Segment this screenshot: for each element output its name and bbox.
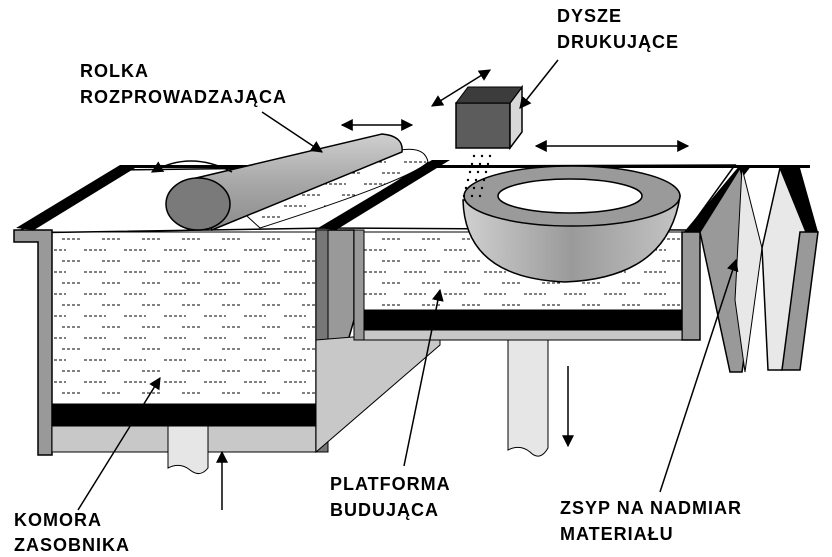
label-overflow-2: MATERIAŁU bbox=[560, 524, 674, 544]
printed-part bbox=[462, 165, 681, 283]
label-overflow-1: ZSYP NA NADMIAR bbox=[560, 498, 742, 518]
build-piston bbox=[507, 339, 574, 457]
label-roller-2: ROZPROWADZAJĄCA bbox=[80, 87, 287, 107]
label-nozzles-2: DRUKUJĄCE bbox=[557, 32, 679, 52]
label-platform-2: BUDUJĄCA bbox=[330, 500, 439, 520]
labels: DYSZE DRUKUJĄCE ROLKA ROZPROWADZAJĄCA PL… bbox=[14, 6, 742, 555]
label-nozzles-1: DYSZE bbox=[557, 6, 622, 26]
label-feed-2: ZASOBNIKA bbox=[14, 535, 130, 555]
label-platform-1: PLATFORMA bbox=[330, 474, 451, 494]
spreading-roller bbox=[150, 119, 429, 232]
label-feed-1: KOMORA bbox=[14, 510, 102, 530]
print-head bbox=[430, 69, 690, 198]
top-surfaces bbox=[13, 160, 818, 234]
leader-lines bbox=[77, 59, 739, 511]
label-roller-1: ROLKA bbox=[80, 61, 149, 81]
feed-piston bbox=[167, 425, 228, 510]
